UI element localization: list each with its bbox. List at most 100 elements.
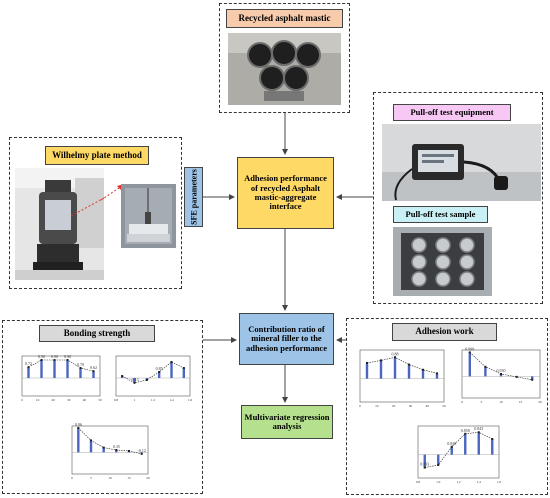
chart-data-label: 0.85: [156, 366, 163, 371]
chart-tick-label: 5: [481, 400, 483, 404]
chart-tick-label: 30: [409, 404, 413, 408]
chart-tick-label: 20: [52, 398, 56, 402]
chart-frame: [359, 349, 445, 403]
chart-marker: [380, 359, 382, 362]
chart-bar: [484, 366, 487, 377]
chart-data-label: 0.35: [113, 444, 120, 449]
chart-marker: [133, 381, 136, 384]
chart-marker: [491, 438, 494, 440]
chart-bar: [365, 363, 369, 379]
chart-tick-label: 1: [134, 398, 136, 402]
chart-marker: [128, 449, 130, 452]
chart-marker: [115, 449, 118, 451]
chart-line: [366, 356, 438, 374]
chart-data-label: 0.843: [474, 426, 483, 431]
chart-tick-label: 1.4: [477, 480, 482, 484]
chart-tick-label: 10: [108, 476, 112, 480]
multivariate-regression-box: Multivariate regression analysis: [241, 405, 333, 439]
chart-marker: [170, 361, 173, 363]
chart-data-label: 0.72: [25, 361, 32, 366]
chart-frame: [115, 355, 191, 397]
bonding-strength-label: Bonding strength: [39, 325, 155, 342]
chart-bar: [157, 372, 161, 378]
chart-bar: [79, 368, 82, 378]
adhesion-performance-box: Adhesion performance of recycled Asphalt…: [237, 157, 334, 229]
chart-marker: [394, 356, 396, 359]
chart-tick-label: 0: [21, 398, 23, 402]
tensiometer-photo: [15, 168, 105, 280]
chart-tick-label: 0: [359, 404, 361, 408]
chart-marker: [102, 446, 105, 449]
chart-tick-label: 5: [90, 476, 92, 480]
chart-bar: [450, 446, 453, 455]
chart-tick-label: 10: [499, 400, 503, 404]
chart-bar: [531, 376, 534, 380]
chart-marker: [27, 366, 30, 369]
chart-tick-label: 0.8: [114, 398, 119, 402]
chart-marker: [437, 464, 440, 466]
chart-marker: [422, 368, 424, 371]
chart-tick-label: 1.2: [456, 480, 461, 484]
chart-bar: [182, 368, 186, 378]
chart-tick-label: 40: [83, 398, 87, 402]
chart-bar: [468, 352, 471, 377]
chart-tick-label: 15: [519, 400, 523, 404]
chart-bar: [133, 378, 136, 383]
chart-bar: [102, 447, 105, 453]
chart-data-label: 0.96: [75, 422, 82, 427]
pull-off-group: [373, 92, 543, 304]
chart-data-label: -0.13: [130, 377, 138, 382]
chart-bar: [27, 367, 30, 378]
chart-marker: [53, 359, 56, 361]
chart-marker: [515, 375, 518, 378]
chart-tick-label: 50: [98, 398, 102, 402]
chart-line: [424, 431, 493, 468]
chart-frame: [417, 425, 500, 479]
chart-tick-label: 50: [442, 404, 446, 408]
chart-bar: [464, 433, 467, 455]
chart-data-label: 0.550: [497, 368, 506, 373]
chart-tick-label: 1.6: [497, 480, 502, 484]
chart-bar: [423, 454, 426, 468]
chart-marker: [145, 379, 148, 381]
chart-marker: [66, 359, 69, 361]
chart-bar: [437, 454, 440, 465]
chart-bar: [407, 364, 411, 379]
chart-marker: [450, 445, 453, 448]
chart-marker: [140, 452, 143, 455]
chart-bar: [477, 432, 480, 455]
chart-data-label: 0.838: [447, 441, 456, 446]
chart-marker: [121, 375, 124, 377]
adhesion-work-group: [346, 318, 548, 495]
chart-tick-label: 20: [392, 404, 396, 408]
chart-data-label: 0.62: [90, 365, 97, 370]
mastic-group: [219, 3, 350, 113]
chart-marker: [484, 365, 487, 368]
chart-data-label: 0.858: [461, 428, 470, 433]
chart-bar: [491, 439, 494, 455]
chart-marker: [182, 367, 185, 369]
wilhelmy-group: [9, 137, 182, 289]
chart-tick-label: 20: [538, 400, 542, 404]
pull-off-sample-label: Pull-off test sample: [393, 206, 488, 223]
sfe-label-box: SFE parameters: [184, 167, 203, 227]
chart-marker: [90, 439, 92, 442]
chart-tick-label: 40: [426, 404, 430, 408]
chart-marker: [40, 359, 43, 361]
chart-bar: [40, 360, 43, 378]
chart-data-label: 0.88: [392, 351, 399, 356]
chart-line: [28, 359, 94, 372]
chart-data-label: 0.90: [38, 354, 45, 359]
chart-frame: [21, 355, 101, 397]
pull-off-equipment-label: Pull-off test equipment: [393, 104, 511, 121]
adhesion-work-label: Adhesion work: [392, 323, 497, 341]
chart-tick-label: 10: [36, 398, 40, 402]
chart-data-label: 0.90: [64, 354, 71, 359]
chart-bar: [499, 374, 503, 377]
chart-tick-label: 10: [375, 404, 379, 408]
